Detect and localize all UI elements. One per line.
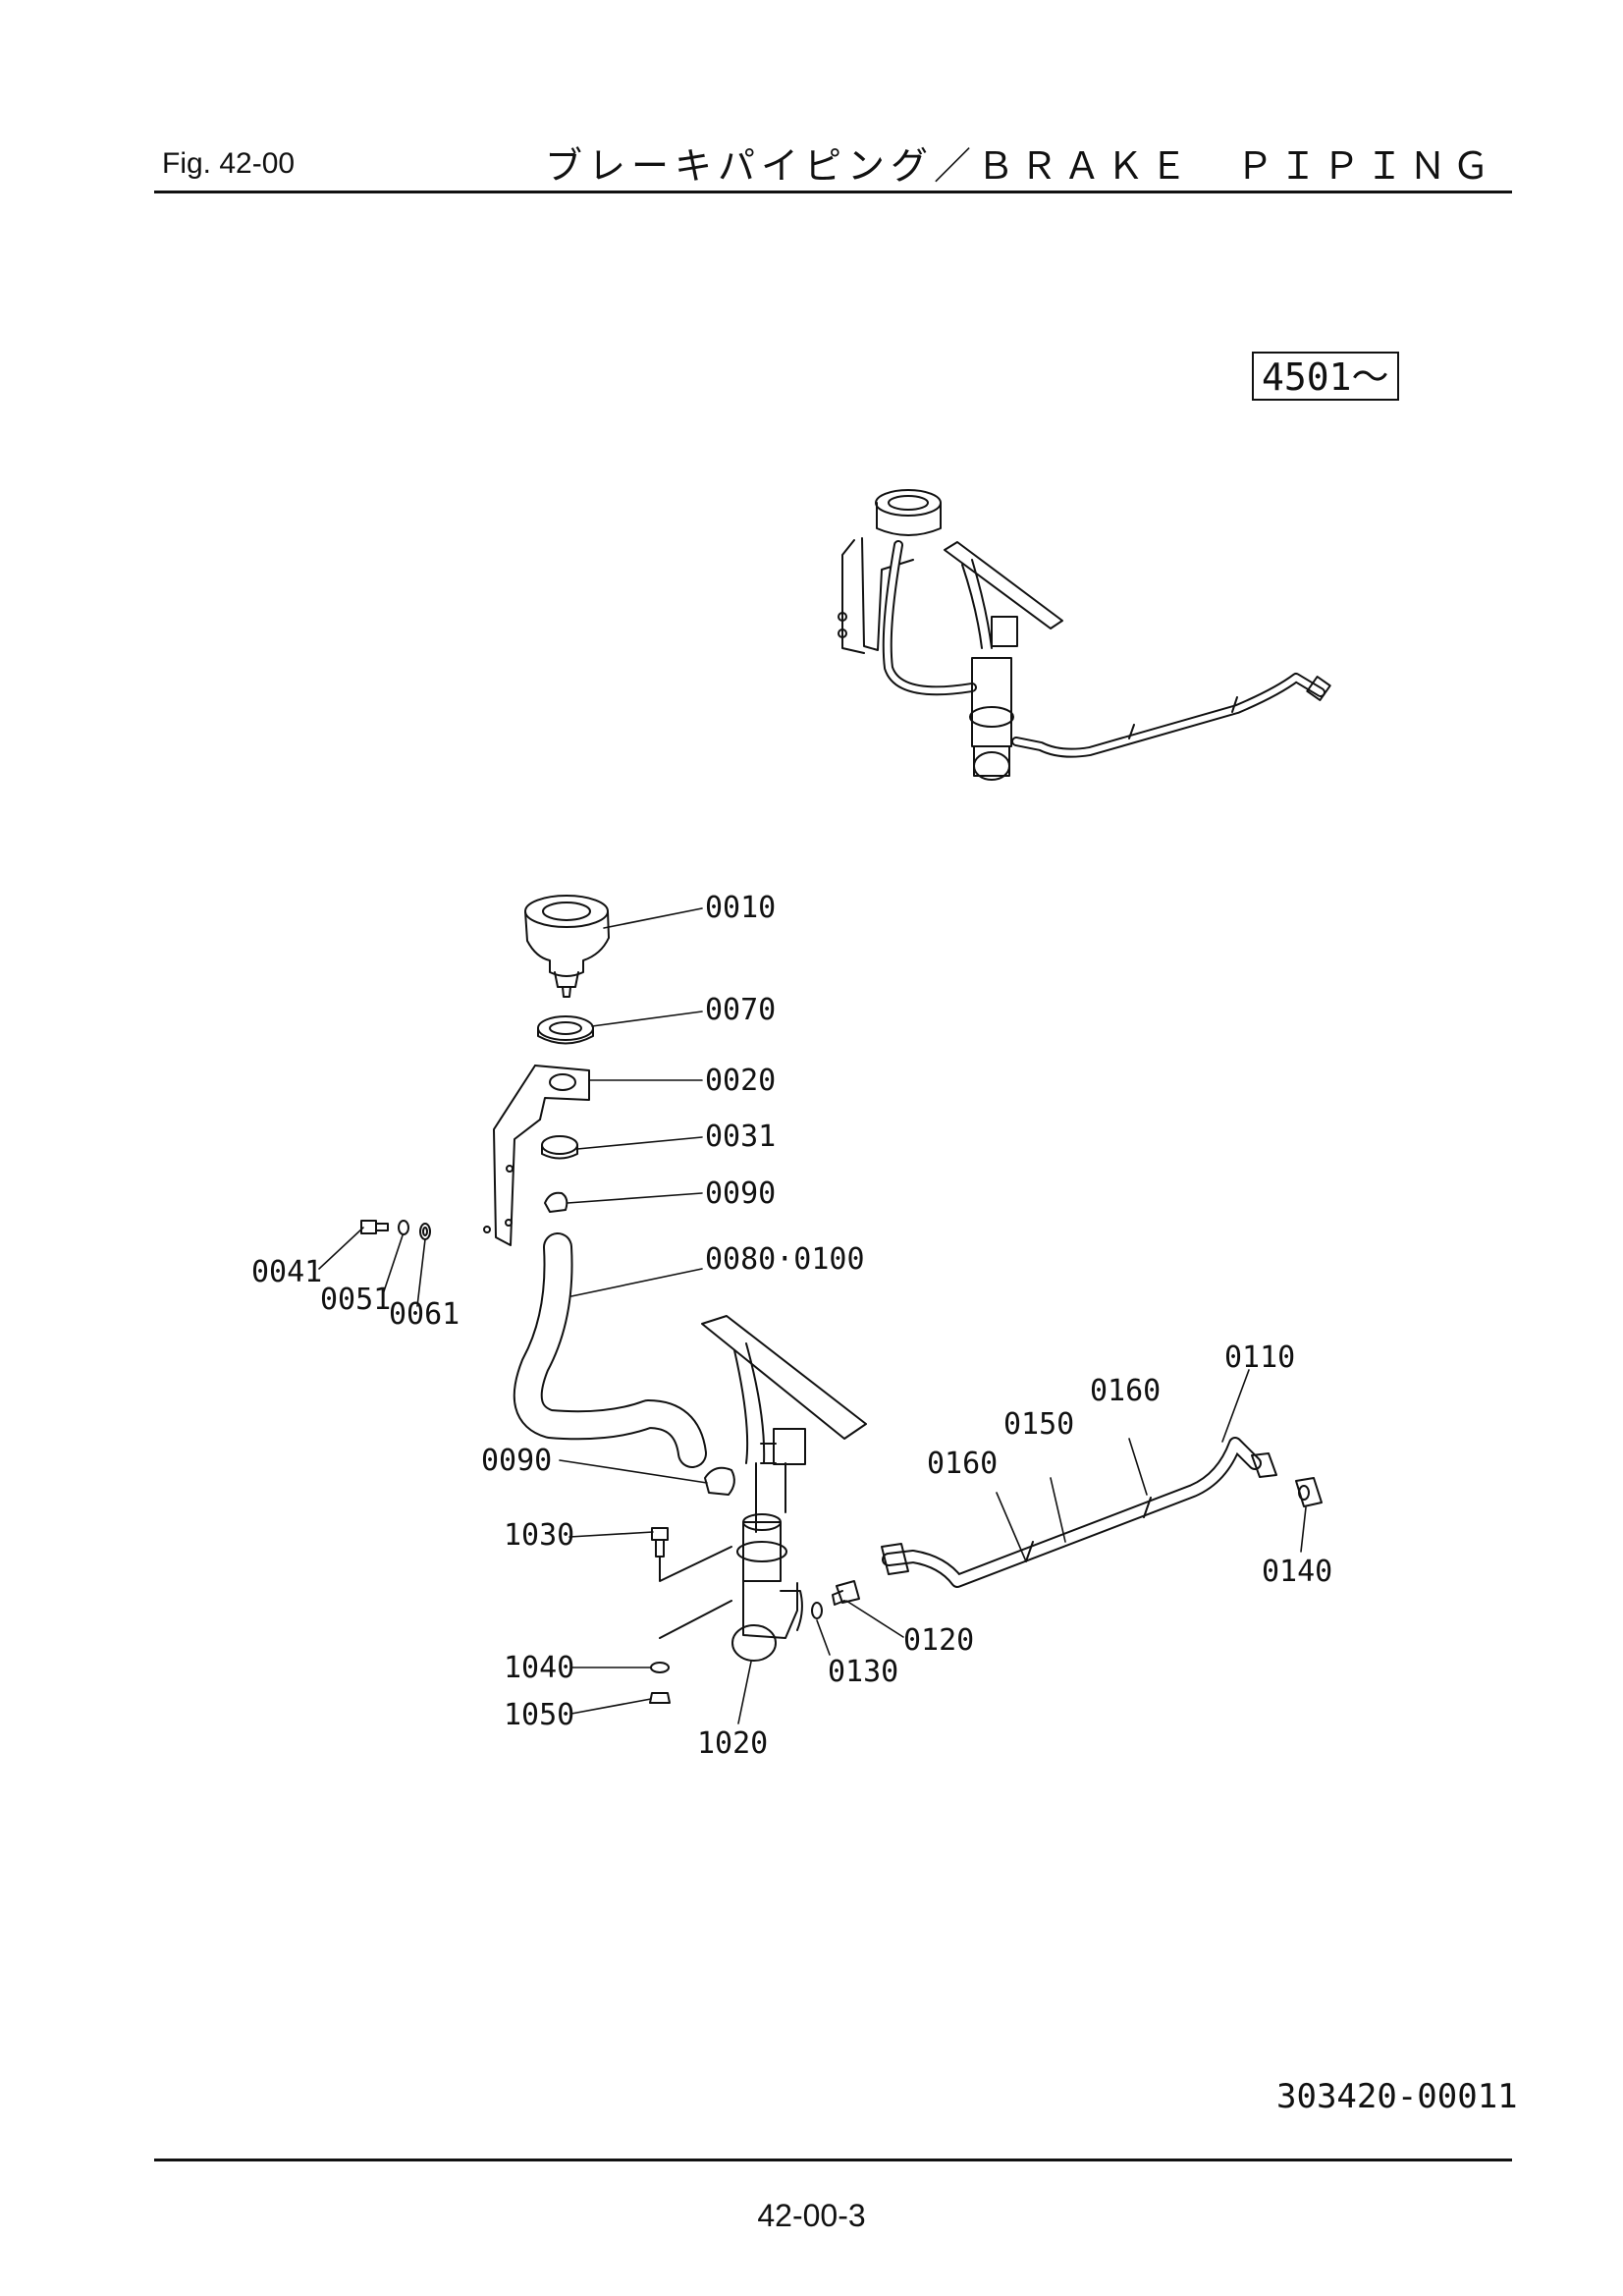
- part-label: 0090: [481, 1444, 552, 1478]
- part-label: 0070: [705, 993, 776, 1027]
- part-label: 0041: [251, 1255, 322, 1289]
- part-label: 1020: [697, 1726, 768, 1761]
- part-label: 0051: [320, 1283, 391, 1317]
- part-label: 0080·0100: [705, 1242, 865, 1277]
- part-label: 0020: [705, 1064, 776, 1098]
- part-label: 1030: [504, 1518, 574, 1553]
- part-labels: 0010 0070 0020 0031 0090 0080·0100 0041 …: [251, 891, 1332, 1761]
- page-number: 42-00-3: [757, 2198, 866, 2233]
- footer-rule: [154, 2159, 1512, 2161]
- part-label: 0090: [705, 1176, 776, 1211]
- part-label: 0061: [389, 1297, 460, 1332]
- part-label: 0031: [705, 1120, 776, 1154]
- part-label: 0160: [1090, 1374, 1161, 1408]
- header-rule: [154, 191, 1512, 193]
- part-label: 0110: [1224, 1340, 1295, 1375]
- part-label: 0150: [1003, 1407, 1074, 1442]
- document-number: 303420-00011: [1276, 2077, 1518, 2116]
- overview-assembly: [838, 489, 1331, 781]
- part-label: 1050: [504, 1698, 574, 1732]
- figure-number: Fig. 42-00: [162, 147, 296, 180]
- part-label: 0140: [1262, 1555, 1332, 1589]
- leader-lines: [318, 907, 1307, 1724]
- serial-badge: 4501～: [1252, 352, 1399, 401]
- part-label: 0130: [828, 1655, 898, 1689]
- part-label: 0120: [903, 1623, 974, 1658]
- part-label: 0160: [927, 1447, 998, 1481]
- exploded-assembly: [360, 895, 1323, 1704]
- part-label: 0010: [705, 891, 776, 925]
- page-title: ブレーキパイピング／ＢＲＡＫＥ ＰＩＰＩＮＧ: [545, 144, 1496, 188]
- part-label: 1040: [504, 1651, 574, 1685]
